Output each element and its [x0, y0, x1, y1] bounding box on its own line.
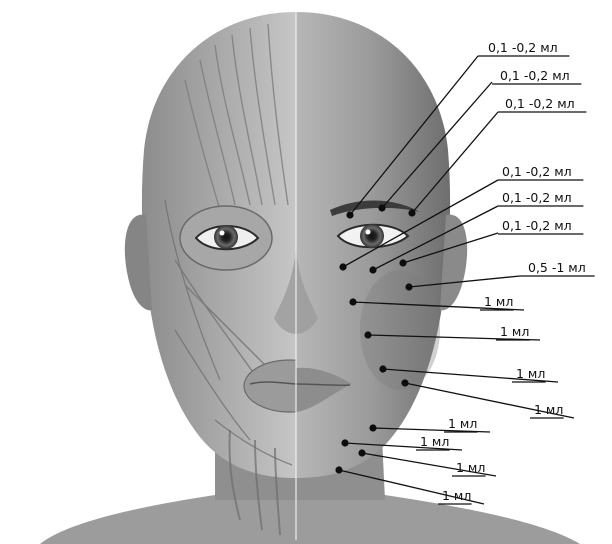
- injection-point: [335, 466, 342, 473]
- injection-point: [349, 298, 356, 305]
- injection-point: [364, 331, 371, 338]
- dose-label: 0,1 -0,2 мл: [502, 190, 572, 205]
- dose-label: 1 мл: [448, 416, 477, 431]
- dose-label: 0,1 -0,2 мл: [488, 40, 558, 55]
- dose-label: 1 мл: [534, 402, 563, 417]
- injection-point: [369, 424, 376, 431]
- injection-point: [408, 209, 415, 216]
- dose-label: 0,1 -0,2 мл: [502, 164, 572, 179]
- dose-label: 1 мл: [442, 488, 471, 503]
- injection-point: [358, 449, 365, 456]
- injection-point: [378, 204, 385, 211]
- injection-point: [369, 266, 376, 273]
- dose-label: 0,1 -0,2 мл: [502, 218, 572, 233]
- dose-label: 0,1 -0,2 мл: [505, 96, 575, 111]
- injection-point: [401, 379, 408, 386]
- dose-label: 1 мл: [516, 366, 545, 381]
- right-iris: [360, 224, 384, 248]
- injection-point: [399, 259, 406, 266]
- dose-label: 0,1 -0,2 мл: [500, 68, 570, 83]
- injection-point: [339, 263, 346, 270]
- dose-label: 1 мл: [420, 434, 449, 449]
- injection-point: [379, 365, 386, 372]
- dose-label: 1 мл: [456, 460, 485, 475]
- dose-label: 1 мл: [484, 294, 513, 309]
- dose-label: 1 мл: [500, 324, 529, 339]
- dose-label: 0,5 -1 мл: [528, 260, 586, 275]
- injection-point: [346, 211, 353, 218]
- left-iris: [214, 225, 238, 249]
- injection-point: [405, 283, 412, 290]
- injection-point: [341, 439, 348, 446]
